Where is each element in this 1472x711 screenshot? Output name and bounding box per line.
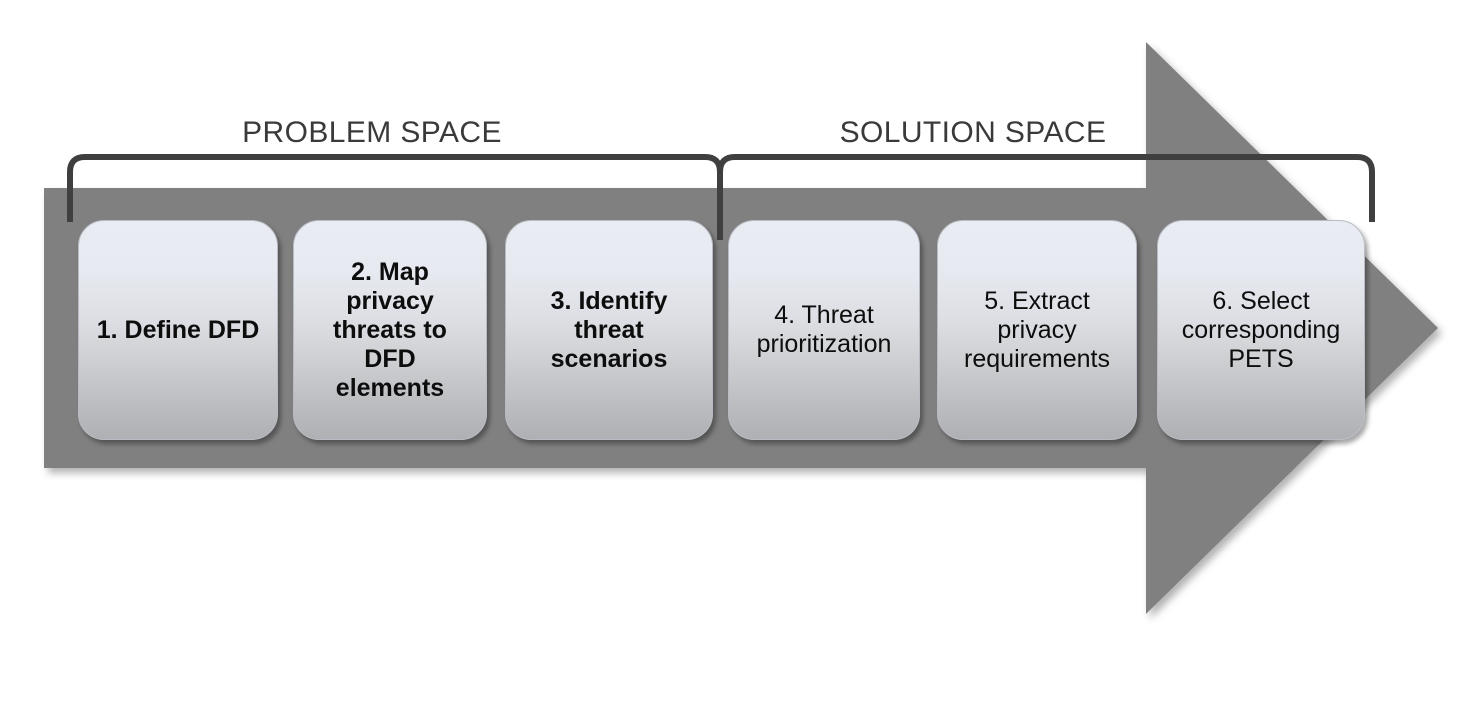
- step-label-2: 2. Map privacy threats to DFD elements: [333, 257, 447, 402]
- phase-label-solution-space: SOLUTION SPACE: [839, 116, 1107, 149]
- step-box-4[interactable]: 4. Threat prioritization: [728, 220, 920, 440]
- step-box-3[interactable]: 3. Identify threat scenarios: [505, 220, 713, 440]
- step-label-4: 4. Threat prioritization: [756, 301, 892, 358]
- step-label-5: 5. Extract privacy requirements: [964, 286, 1110, 373]
- phase-label-problem-space: PROBLEM SPACE: [242, 116, 502, 149]
- step-label-6: 6. Select corresponding PETS: [1181, 286, 1341, 373]
- step-box-6[interactable]: 6. Select corresponding PETS: [1157, 220, 1365, 440]
- step-box-5[interactable]: 5. Extract privacy requirements: [937, 220, 1137, 440]
- step-label-1: 1. Define DFD: [96, 315, 260, 344]
- step-box-1[interactable]: 1. Define DFD: [78, 220, 278, 440]
- step-label-3: 3. Identify threat scenarios: [550, 286, 668, 373]
- step-box-2[interactable]: 2. Map privacy threats to DFD elements: [293, 220, 487, 440]
